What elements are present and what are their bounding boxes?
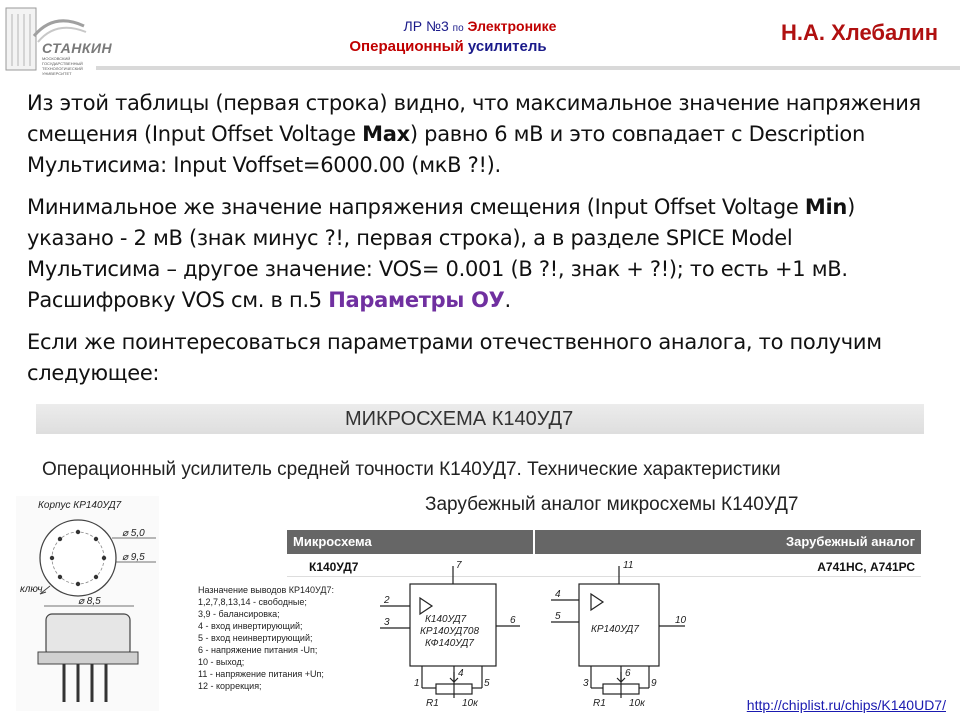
chip-label: КФ140УД7 <box>425 638 474 649</box>
paragraph-1-bold: Max <box>362 122 410 146</box>
table-row: К140УД7 А741НС, А741РС <box>287 557 921 577</box>
pin-label: 2 <box>383 595 390 606</box>
analog-title: Зарубежный аналог микросхемы К140УД7 <box>425 494 799 515</box>
pin-line: 4 - вход инвертирующий; <box>198 621 303 631</box>
dim-diameter-9-5: ⌀ 9,5 <box>122 552 145 563</box>
pin-label: 7 <box>456 560 462 571</box>
pin-label: 3 <box>384 617 390 628</box>
schematic-kr140ud7: 11 4 5 10 6 3 9 КР140УД7 R1 10к <box>545 558 705 716</box>
paragraph-2-bold: Min <box>804 195 848 219</box>
topic-word-1: Операционный <box>349 38 464 55</box>
pin-label: 4 <box>458 668 464 679</box>
logo-wordmark: СТАНКИН <box>42 40 113 56</box>
package-drawing: Корпус КР140УД7 ⌀ 5,0 ⌀ 9,5 ключ ⌀ 8,5 <box>16 496 159 711</box>
topic-title: Операционный усилитель <box>0 38 896 55</box>
paragraph-2-text-a: Минимальное же значение напряжения смеще… <box>27 195 805 219</box>
pin-label: 6 <box>510 615 516 626</box>
logo-caption: Московский государственный технологическ… <box>42 56 83 76</box>
pin-line: 12 - коррекция; <box>198 681 262 691</box>
pin-label: 11 <box>623 560 633 571</box>
pin-assignment-title: Назначение выводов КР140УД7: <box>198 585 334 595</box>
lab-subject: Электронике <box>467 18 557 34</box>
resistor-value: 10к <box>462 698 479 709</box>
chip-label: К140УД7 <box>425 614 467 625</box>
pin-line: 3,9 - балансировка; <box>198 609 280 619</box>
paragraph-2-text-c: . <box>504 288 512 312</box>
dim-diameter-8-5: ⌀ 8,5 <box>78 596 101 607</box>
analog-table-header: Микросхема Зарубежный аналог <box>287 530 921 554</box>
source-link[interactable]: http://chiplist.ru/chips/K140UD7/ <box>746 697 946 713</box>
resistor-value: 10к <box>629 698 646 709</box>
pin-label: 4 <box>555 589 561 600</box>
table-cell-chip: К140УД7 <box>309 560 359 574</box>
paragraph-2-text-b: ) указано - 2 мВ (знак минус ?!, первая … <box>27 195 855 312</box>
pin-line: 6 - напряжение питания -Uп; <box>198 645 318 655</box>
lab-number: ЛР №3 <box>403 18 449 34</box>
paragraph-1-text-a: Из этой таблицы (первая строка) видно, ч… <box>27 91 921 146</box>
paragraph-1: Из этой таблицы (первая строка) видно, ч… <box>27 88 927 181</box>
pin-line: 11 - напряжение питания +Uп; <box>198 669 324 679</box>
university-logo: СТАНКИН Московский государственный техно… <box>4 2 112 78</box>
pin-line: 5 - вход неинвертирующий; <box>198 633 313 643</box>
pin-label: 5 <box>484 678 490 689</box>
datasheet-title-bar <box>36 404 924 434</box>
pin-line: 10 - выход; <box>198 657 245 667</box>
paragraph-2: Минимальное же значение напряжения смеще… <box>27 192 927 316</box>
datasheet-title: МИКРОСХЕМА К140УД7 <box>345 408 574 430</box>
key-label: ключ <box>20 584 43 595</box>
params-link[interactable]: Параметры ОУ <box>328 288 505 312</box>
resistor-label: R1 <box>593 698 606 709</box>
logo-building-icon <box>5 7 87 71</box>
pin-line: 1,2,7,8,13,14 - свободные; <box>198 597 307 607</box>
topic-word-2: усилитель <box>467 38 547 55</box>
paragraph-1-text-b: ) равно 6 мВ и это совпадает с Descripti… <box>27 122 865 177</box>
pin-label: 6 <box>625 668 631 679</box>
author-name: Н.А. Хлебалин <box>780 20 938 45</box>
table-header-chip: Микросхема <box>287 530 533 554</box>
chip-label: КР140УД708 <box>420 626 479 637</box>
lab-header: ЛР №3 по Электронике <box>0 18 960 34</box>
table-header-analog: Зарубежный аналог <box>535 530 921 554</box>
pin-assignment: Назначение выводов КР140УД7: 1,2,7,8,13,… <box>198 584 350 692</box>
paragraph-3: Если же поинтересоваться параметрами оте… <box>27 330 882 385</box>
pin-label: 3 <box>583 678 589 689</box>
pin-label: 9 <box>651 678 657 689</box>
header-divider <box>96 66 960 70</box>
schematic-k140ud7: 7 2 3 6 4 1 5 К140УД7 КР140УД708 КФ140УД… <box>370 558 540 716</box>
resistor-label: R1 <box>426 698 439 709</box>
pin-label: 1 <box>414 678 420 689</box>
pin-label: 10 <box>675 615 687 626</box>
table-cell-analog: А741НС, А741РС <box>817 560 915 574</box>
lab-connector: по <box>452 23 464 34</box>
package-caption: Корпус КР140УД7 <box>38 500 122 511</box>
dim-diameter-5: ⌀ 5,0 <box>122 528 145 539</box>
chip-label: КР140УД7 <box>591 624 639 635</box>
pin-label: 5 <box>555 611 561 622</box>
datasheet-subtitle: Операционный усилитель средней точности … <box>42 459 781 480</box>
